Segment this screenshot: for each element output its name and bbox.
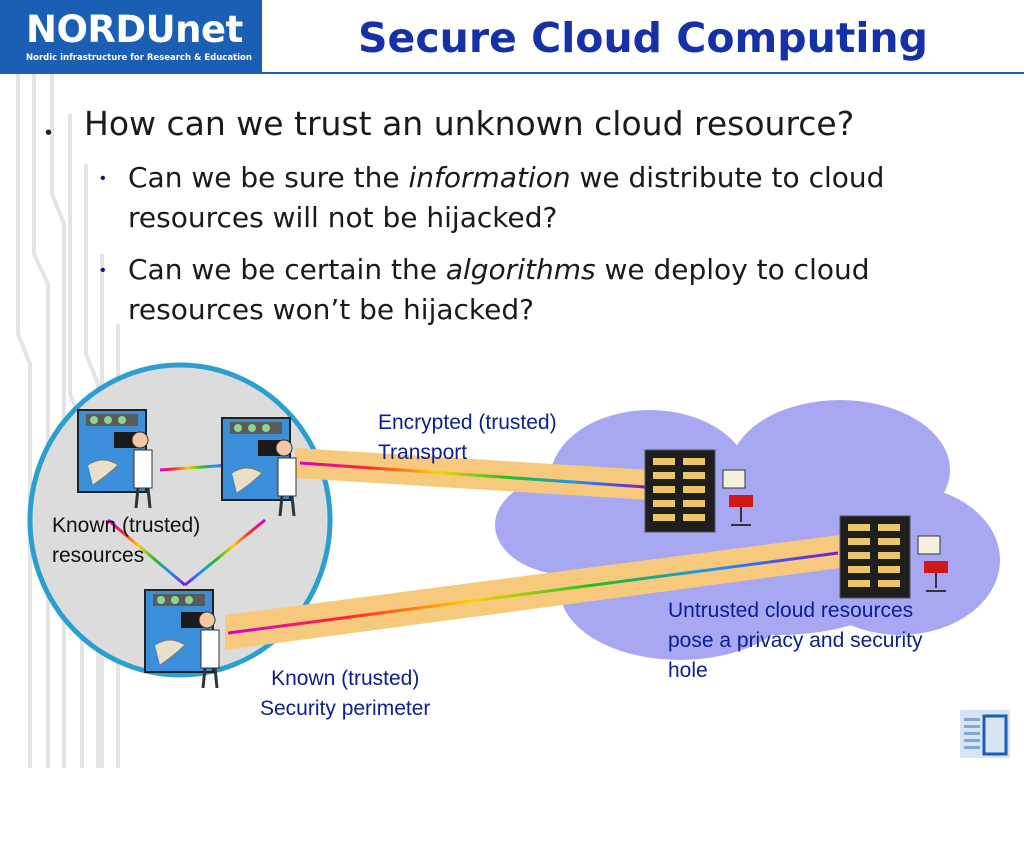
bullet-marker: • [100, 262, 106, 279]
logo-subtitle: Nordic infrastructure for Research & Edu… [26, 53, 252, 63]
nordunet-logo: NORDUnet Nordic infrastructure for Resea… [0, 0, 262, 74]
bullet-2-post: we distribute to cloud resources will no… [128, 161, 885, 234]
header-divider [262, 72, 1024, 74]
logo-title: NORDUnet [26, 8, 243, 51]
perimeter-label-line2: Security perimeter [260, 697, 431, 720]
untrusted-transport-pipe [225, 535, 840, 650]
cloud-server-2 [839, 515, 948, 599]
bullet-2-emphasis: information [408, 161, 571, 194]
bullet-2: Can we be sure the information we distri… [128, 158, 968, 238]
untrusted-cloud-label: Untrusted cloud resources pose a privacy… [668, 596, 922, 686]
trusted-link [107, 518, 186, 587]
known-resources-label: Known (trusted) resources [52, 511, 200, 571]
bullet-marker: • [45, 122, 53, 144]
encrypted-transport-pipe [295, 448, 650, 500]
cloud-trust-diagram [27, 362, 1010, 758]
known-resources-line1: Known (trusted) [52, 514, 201, 537]
slide-title: Secure Cloud Computing [358, 14, 928, 62]
bullet-marker: • [100, 170, 106, 187]
perimeter-label-line1: Known (trusted) [271, 667, 420, 690]
untrusted-label-line2: pose a privacy and security [668, 629, 923, 652]
trusted-link [184, 518, 266, 587]
cloud-server-1 [644, 449, 753, 533]
untrusted-label-line1: Untrusted cloud resources [668, 599, 914, 622]
slide-header: NORDUnet Nordic infrastructure for Resea… [0, 0, 1024, 74]
bullet-2-pre: Can we be sure the [128, 161, 409, 194]
trusted-computer-3 [144, 589, 220, 689]
trusted-computer-1 [77, 409, 153, 509]
known-resources-line2: resources [52, 544, 145, 567]
untrusted-label-line3: hole [668, 659, 708, 682]
bullet-3: Can we be certain the algorithms we depl… [128, 250, 968, 330]
transport-label-line2: Transport [378, 441, 468, 464]
binary-corner-logo-icon [960, 710, 1010, 758]
transport-label: Encrypted (trusted) Transport [378, 408, 557, 468]
trusted-computer-2 [221, 417, 297, 517]
bullet-3-pre: Can we be certain the [128, 253, 446, 286]
bullet-3-post: we deploy to cloud resources won’t be hi… [128, 253, 870, 326]
bullet-1: How can we trust an unknown cloud resour… [84, 104, 855, 143]
trusted-link [159, 463, 231, 472]
security-perimeter-label: Known (trusted) Security perimeter [260, 664, 430, 724]
transport-label-line1: Encrypted (trusted) [378, 411, 557, 434]
bullet-3-emphasis: algorithms [445, 253, 596, 286]
